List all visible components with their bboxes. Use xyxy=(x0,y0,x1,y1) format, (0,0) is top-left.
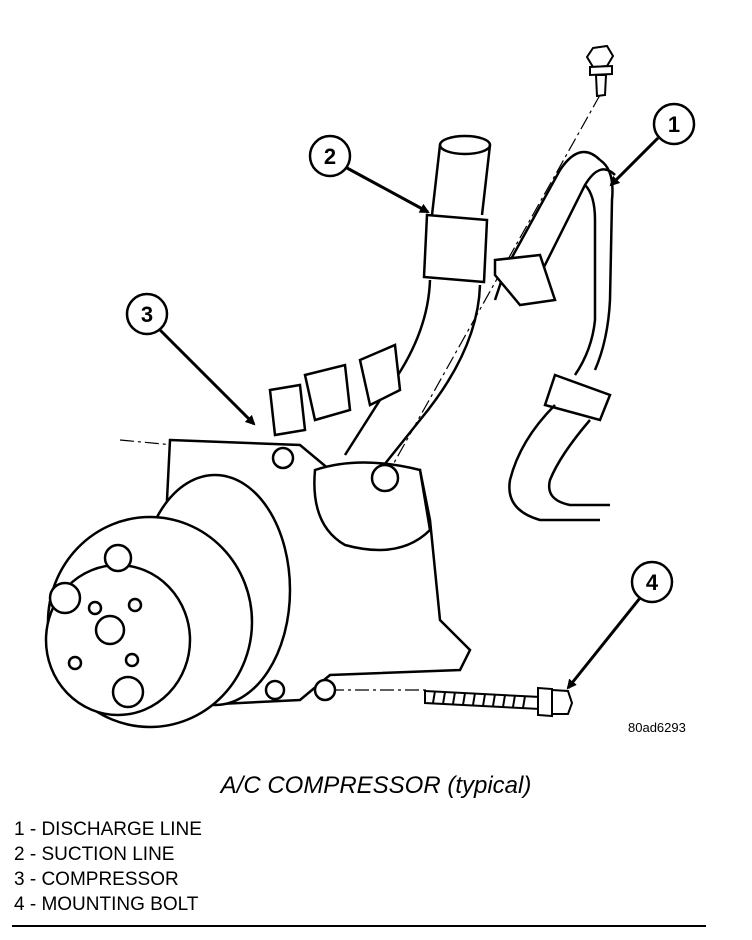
legend-item-compressor: 3 - COMPRESSOR xyxy=(14,869,179,890)
svg-text:4: 4 xyxy=(646,570,659,595)
callout-4: 4 xyxy=(566,560,674,690)
clutch-pulley xyxy=(44,473,292,729)
figure-caption: A/C COMPRESSOR (typical) xyxy=(220,772,532,799)
svg-text:1: 1 xyxy=(668,112,680,137)
svg-text:2: 2 xyxy=(324,144,336,169)
callout-2: 2 xyxy=(308,134,430,214)
legend: 1 - DISCHARGE LINE 2 - SUCTION LINE 3 - … xyxy=(14,817,202,917)
callout-1: 1 xyxy=(609,102,696,187)
legend-item-mounting-bolt: 4 - MOUNTING BOLT xyxy=(14,894,199,915)
legend-item-discharge-line: 1 - DISCHARGE LINE xyxy=(14,819,202,840)
mounting-bolt xyxy=(424,686,574,718)
suction-line xyxy=(343,134,492,471)
legend-item-suction-line: 2 - SUCTION LINE xyxy=(14,844,175,865)
discharge-line xyxy=(493,150,616,522)
bottom-rule xyxy=(12,925,706,927)
bracket-bolt xyxy=(585,44,615,98)
callout-3: 3 xyxy=(125,292,256,426)
svg-text:3: 3 xyxy=(141,302,153,327)
compressor-illustration: 1 2 3 4 xyxy=(44,44,696,729)
figure-id: 80ad6293 xyxy=(628,720,686,735)
